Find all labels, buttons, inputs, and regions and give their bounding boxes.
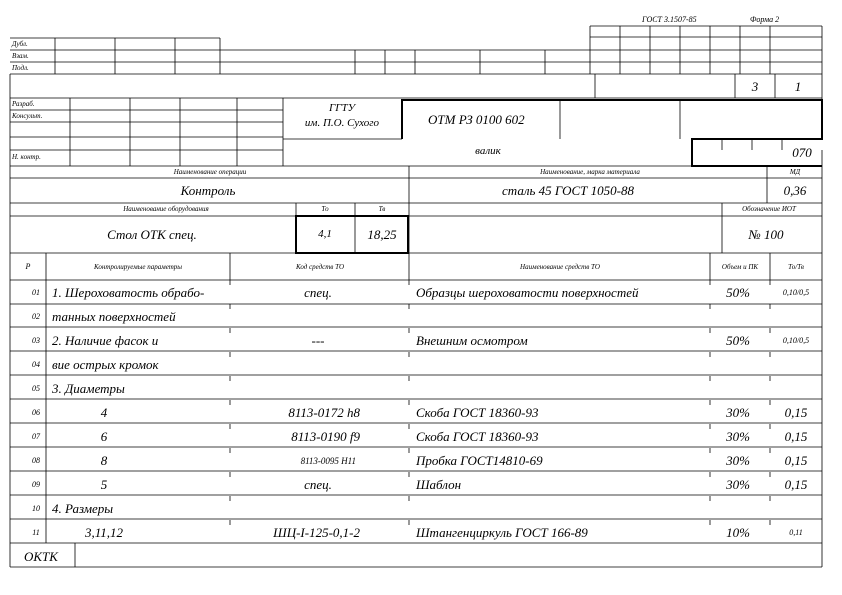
row-param: танных поверхностей	[52, 309, 176, 324]
row-number: 11	[32, 528, 40, 537]
header-code: Код средств ТО	[295, 263, 345, 271]
header-p: Р	[25, 262, 31, 271]
row-code: спец.	[304, 477, 332, 492]
equipment-name: Стол ОТК спец.	[107, 227, 197, 242]
row-volume: 30%	[726, 453, 750, 468]
header-volume: Объем и ПК	[721, 263, 759, 271]
row-number: 01	[32, 288, 40, 297]
tv-label: Тв	[378, 205, 386, 213]
md-value: 0,36	[783, 183, 807, 198]
row-means: Пробка ГОСТ14810-69	[416, 453, 543, 468]
row-number: 08	[32, 456, 40, 465]
row-volume: 30%	[726, 405, 750, 420]
row-code: 8113-0172 h8	[288, 405, 360, 420]
row-param: 1. Шероховатость обрабо-	[52, 285, 205, 300]
row-to-tv: 0,15	[784, 405, 808, 420]
org-line-2: им. П.О. Сухого	[304, 117, 380, 129]
operation-name: Контроль	[180, 183, 236, 198]
row-means: Штангенциркуль ГОСТ 166-89	[416, 525, 588, 540]
row-means: Образцы шероховатости поверхностей	[416, 285, 639, 300]
row-number: 02	[32, 312, 40, 321]
sheet-number: 3	[751, 79, 759, 94]
razrab-label: Разраб.	[12, 100, 35, 108]
row-means: Скоба ГОСТ 18360-93	[416, 429, 539, 444]
row-to-tv: 0,10/0,5	[782, 288, 810, 297]
row-volume: 10%	[726, 525, 750, 540]
row-code: ---	[311, 333, 325, 348]
row-means: Скоба ГОСТ 18360-93	[416, 405, 539, 420]
material-name: сталь 45 ГОСТ 1050-88	[502, 183, 634, 198]
row-number: 07	[32, 432, 40, 441]
row-code: 8113-0190 f9	[291, 429, 360, 444]
operation-number: 070	[792, 145, 812, 160]
row-to-tv: 0,15	[784, 477, 808, 492]
equipment-label: Наименование оборудования	[123, 205, 209, 213]
row-number: 06	[32, 408, 40, 417]
iot-value: № 100	[748, 227, 784, 242]
to-value: 4,1	[318, 228, 332, 240]
row-to-tv: 0,15	[784, 453, 808, 468]
row-param: 4. Размеры	[52, 501, 114, 516]
row-number: 05	[32, 384, 40, 393]
dubl-label: Дубл.	[12, 40, 28, 48]
row-volume: 30%	[726, 429, 750, 444]
row-param: 8	[100, 453, 108, 468]
row-param: вие острых кромок	[52, 357, 159, 372]
row-param: 2. Наличие фасок и	[52, 333, 159, 348]
vzam-label: Взам.	[12, 52, 29, 60]
material-label: Наименование, марка материала	[540, 168, 640, 176]
row-number: 10	[32, 504, 40, 513]
header-means: Наименование средств ТО	[520, 263, 600, 271]
row-code: спец.	[304, 285, 332, 300]
row-param: 6	[100, 429, 108, 444]
document-code: ОТМ РЗ 0100 602	[428, 112, 525, 127]
operation-name-label: Наименование операции	[173, 168, 247, 176]
org-line-1: ГГТУ	[328, 102, 356, 114]
row-to-tv: 0,10/0,5	[782, 336, 810, 345]
row-number: 03	[32, 336, 40, 345]
form-label: Форма 2	[750, 15, 780, 24]
row-param: 3. Диаметры	[52, 381, 125, 396]
row-param: 5	[100, 477, 108, 492]
podl-label: Подл.	[12, 64, 29, 72]
sheets-count: 1	[794, 79, 802, 94]
row-code: 8113-0095 H11	[300, 456, 356, 466]
n-kontr-label: Н. контр.	[12, 153, 41, 161]
tv-value: 18,25	[367, 227, 397, 242]
iot-label: Обозначение ИОТ	[742, 205, 796, 213]
md-label: МД	[789, 168, 801, 176]
row-to-tv: 0,11	[789, 528, 803, 537]
header-to-tv: То/Тв	[788, 263, 804, 271]
header-params: Контролируемые параметры	[93, 263, 183, 271]
row-volume: 30%	[726, 477, 750, 492]
row-volume: 50%	[726, 333, 750, 348]
row-code: ШЦ-I-125-0,1-2	[273, 525, 360, 540]
row-volume: 50%	[726, 285, 750, 300]
to-label: То	[321, 205, 329, 213]
row-means: Шаблон	[416, 477, 462, 492]
part-name: валик	[475, 145, 501, 157]
konsult-label: Консульт.	[12, 112, 43, 120]
row-number: 09	[32, 480, 40, 489]
gost-label: ГОСТ 3.1507-85	[642, 15, 697, 24]
row-param: 3,11,12	[84, 525, 124, 540]
row-to-tv: 0,15	[784, 429, 808, 444]
row-number: 04	[32, 360, 40, 369]
otk-label: ОКТК	[24, 549, 58, 564]
row-param: 4	[100, 405, 108, 420]
row-means: Внешним осмотром	[416, 333, 528, 348]
